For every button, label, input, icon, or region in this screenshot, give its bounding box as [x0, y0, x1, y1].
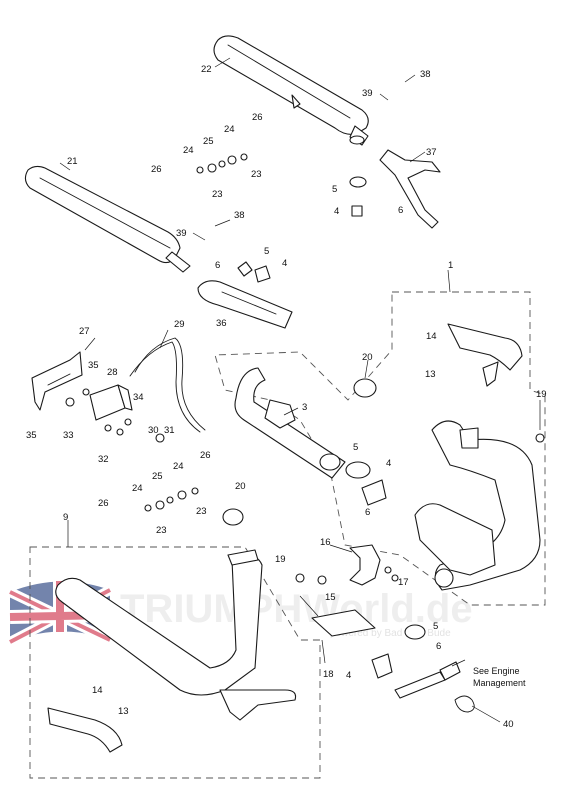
- callout-5: 5: [332, 184, 337, 195]
- callout-38: 38: [420, 69, 431, 80]
- callout-24: 24: [132, 483, 143, 494]
- callout-20: 20: [235, 481, 246, 492]
- header-pipe-3: [234, 367, 346, 479]
- heat-shield-36: [197, 280, 293, 329]
- callout-33: 33: [63, 430, 74, 441]
- group-9-boundary: [29, 546, 321, 779]
- actuator-28: [89, 384, 133, 421]
- callout-24: 24: [224, 124, 235, 135]
- header-section-1: [447, 323, 523, 387]
- callout-3: 3: [302, 402, 307, 413]
- callout-13: 13: [118, 706, 129, 717]
- callout-23: 23: [251, 169, 262, 180]
- callout-1: 1: [448, 260, 453, 271]
- callout-6: 6: [436, 641, 441, 652]
- callout-26: 26: [200, 450, 211, 461]
- bracket-16: [349, 544, 381, 586]
- collector-assembly: [414, 420, 541, 591]
- callout-36: 36: [216, 318, 227, 329]
- callout-35: 35: [26, 430, 37, 441]
- callout-19: 19: [275, 554, 286, 565]
- callout-6: 6: [398, 205, 403, 216]
- lower-header-9: [47, 549, 297, 753]
- group-1-boundary: [214, 291, 546, 606]
- fasteners: [65, 153, 545, 585]
- watermark-tagline: powered by Bad Bike Bude: [330, 628, 451, 639]
- callout-5: 5: [264, 246, 269, 257]
- callout-26: 26: [252, 112, 263, 123]
- callout-34: 34: [133, 392, 144, 403]
- callout-24: 24: [173, 461, 184, 472]
- gaskets: [222, 378, 377, 526]
- callout-26: 26: [151, 164, 162, 175]
- callout-37: 37: [426, 147, 437, 158]
- callout-6: 6: [215, 260, 220, 271]
- callout-20: 20: [362, 352, 373, 363]
- callout-4: 4: [282, 258, 287, 269]
- callout-16: 16: [320, 537, 331, 548]
- callout-23: 23: [156, 525, 167, 536]
- note-see-engine: See Engine: [473, 666, 520, 676]
- callout-5: 5: [433, 621, 438, 632]
- callout-23: 23: [212, 189, 223, 200]
- callout-14: 14: [426, 331, 437, 342]
- callout-18: 18: [323, 669, 334, 680]
- callout-6: 6: [365, 507, 370, 518]
- clamps-and-sleeves: [237, 176, 426, 679]
- callout-17: 17: [398, 577, 409, 588]
- callout-32: 32: [98, 454, 109, 465]
- leader-lines: [59, 57, 541, 723]
- silencer-left: [24, 165, 191, 273]
- callout-26: 26: [98, 498, 109, 509]
- plate-15: [311, 609, 376, 637]
- callout-4: 4: [346, 670, 351, 681]
- callout-39: 39: [362, 88, 373, 99]
- bracket-27: [31, 351, 83, 411]
- callout-13: 13: [425, 369, 436, 380]
- bracket-37: [379, 149, 441, 229]
- callout-39: 39: [176, 228, 187, 239]
- callout-27: 27: [79, 326, 90, 337]
- silencer-upper: [213, 35, 369, 146]
- lambda-sensor: [394, 661, 461, 699]
- watermark: TRIUMPHWorld.de powered by Bad Bike Bude: [7, 581, 473, 647]
- callout-9: 9: [63, 512, 68, 523]
- callout-35: 35: [88, 360, 99, 371]
- callout-25: 25: [203, 136, 214, 147]
- watermark-brand: TRIUMPHWorld.de: [120, 587, 473, 631]
- callout-28: 28: [107, 367, 118, 378]
- callout-40: 40: [503, 719, 514, 730]
- cable-29: [129, 337, 206, 433]
- callout-23: 23: [196, 506, 207, 517]
- callout-29: 29: [174, 319, 185, 330]
- note-management: Management: [473, 678, 526, 688]
- callout-30: 30: [148, 425, 159, 436]
- callout-4: 4: [386, 458, 391, 469]
- callout-21: 21: [67, 156, 78, 167]
- clip-40: [454, 695, 475, 713]
- callout-15: 15: [325, 592, 336, 603]
- callout-24: 24: [183, 145, 194, 156]
- callout-19: 19: [536, 389, 547, 400]
- callout-5: 5: [353, 442, 358, 453]
- callout-14: 14: [92, 685, 103, 696]
- callout-38: 38: [234, 210, 245, 221]
- callout-25: 25: [152, 471, 163, 482]
- callout-22: 22: [201, 64, 212, 75]
- callout-4: 4: [334, 206, 339, 217]
- callout-31: 31: [164, 425, 175, 436]
